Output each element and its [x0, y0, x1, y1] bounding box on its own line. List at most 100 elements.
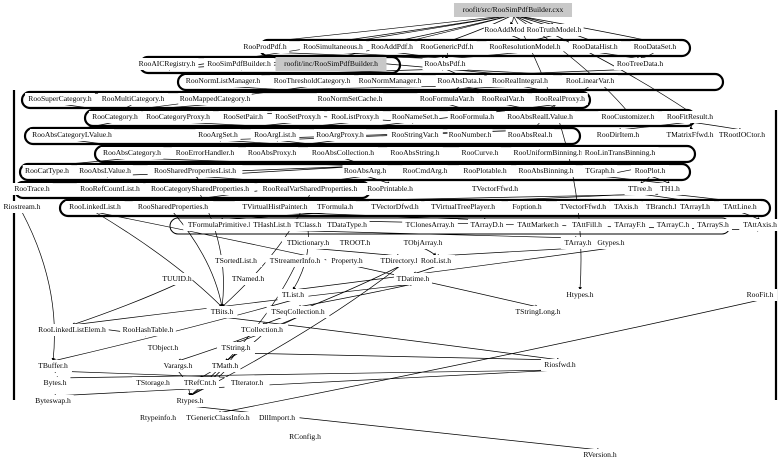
- node-rooargproxy-h[interactable]: RooArgProxy.h: [313, 129, 367, 141]
- node-rooresolutionmodel-h[interactable]: RooResolutionModel.h: [486, 41, 564, 53]
- node-bytes-h[interactable]: Bytes.h: [39, 377, 71, 389]
- node-roolistproxy-h[interactable]: RooListProxy.h: [327, 111, 383, 123]
- node-rtypeinfo-h[interactable]: Rtypeinfo.h: [135, 412, 181, 424]
- node-tdictionary-h[interactable]: TDictionary.h: [281, 237, 335, 249]
- node-rooargset-h[interactable]: RooArgSet.h: [195, 129, 241, 141]
- node-tstorage-h[interactable]: TStorage.h: [132, 377, 174, 389]
- node-tmatrixffwd-h[interactable]: TMatrixFfwd.h: [663, 129, 717, 141]
- node-roofit-src-roosimpdfbuilder-cxx[interactable]: roofit/src/RooSimPdfBuilder.cxx: [453, 3, 573, 17]
- node-property-h[interactable]: Property.h: [326, 255, 368, 267]
- node-roohashtable-h[interactable]: RooHashTable.h: [120, 324, 176, 336]
- node-tgraph-h[interactable]: TGraph.h: [582, 165, 618, 177]
- node-tarrayi-h[interactable]: TArrayI.h: [676, 201, 714, 213]
- node-tdatatype-h[interactable]: TDataType.h: [324, 219, 370, 231]
- node-roolinkedlistelem-h[interactable]: RooLinkedListElem.h: [35, 324, 109, 336]
- node-troot-h[interactable]: TROOT.h: [339, 237, 371, 249]
- node-tmath-h[interactable]: TMath.h: [209, 360, 241, 372]
- node-rootruthmodel-h[interactable]: RooTruthModel.h: [524, 24, 584, 36]
- node-roouniformbinning-h[interactable]: RooUniformBinning.h: [511, 147, 585, 159]
- node-rooabscollection-h[interactable]: RooAbsCollection.h: [308, 147, 378, 159]
- node-roocurve-h[interactable]: RooCurve.h: [459, 147, 501, 159]
- node-rooabslvalue-h[interactable]: RooAbsLValue.h: [77, 165, 133, 177]
- node-tobject-h[interactable]: TObject.h: [144, 342, 182, 354]
- node-roorealintegral-h[interactable]: RooRealIntegral.h: [486, 75, 554, 87]
- node-roonormsetcache-h[interactable]: RooNormSetCache.h: [316, 93, 384, 105]
- node-tnamed-h[interactable]: TNamed.h: [230, 273, 266, 285]
- node-tdirectory-h[interactable]: TDirectory.h: [375, 255, 425, 267]
- node-roocustomizer-h[interactable]: RooCustomizer.h: [598, 111, 658, 123]
- node-roothresholdcategory-h[interactable]: RooThresholdCategory.h: [269, 75, 355, 87]
- node-roocategorysharedproperties-h[interactable]: RooCategorySharedProperties.h: [145, 183, 255, 195]
- node-rooabsstring-h[interactable]: RooAbsString.h: [387, 147, 443, 159]
- node-roogenericpdf-h[interactable]: RooGenericPdf.h: [417, 41, 477, 53]
- node-tformula-h[interactable]: TFormula.h: [314, 201, 356, 213]
- node-rooerrorhandler-h[interactable]: RooErrorHandler.h: [171, 147, 239, 159]
- node-roodatahist-h[interactable]: RooDataHist.h: [568, 41, 622, 53]
- node-varargs-h[interactable]: Varargs.h: [159, 360, 197, 372]
- node-titerator-h[interactable]: TIterator.h: [224, 377, 270, 389]
- node-rooabsproxy-h[interactable]: RooAbsProxy.h: [245, 147, 299, 159]
- node-tclass-h[interactable]: TClass.h: [290, 219, 326, 231]
- node-tarrayc-h[interactable]: TArrayC.h: [654, 219, 692, 231]
- node-rconfig-h[interactable]: RConfig.h: [286, 431, 324, 443]
- node-trefcnt-h[interactable]: TRefCnt.h: [181, 377, 219, 389]
- node-tuuid-h[interactable]: TUUID.h: [161, 273, 193, 285]
- node-trootioctor-h[interactable]: TRootIOCtor.h: [715, 129, 769, 141]
- node-tclonesarray-h[interactable]: TClonesArray.h: [402, 219, 458, 231]
- node-roolist-h[interactable]: RooList.h: [417, 255, 455, 267]
- node-riosfwd-h[interactable]: Riosfwd.h: [541, 359, 579, 371]
- node-roosimultaneous-h[interactable]: RooSimultaneous.h: [299, 41, 367, 53]
- node-roolinkedlist-h[interactable]: RooLinkedList.h: [65, 201, 125, 213]
- node-htypes-h[interactable]: Htypes.h: [562, 289, 598, 301]
- node-tattfill-h[interactable]: TAttFill.h: [566, 219, 608, 231]
- node-tattaxis-h[interactable]: TAttAxis.h: [739, 219, 779, 231]
- node-ttree-h[interactable]: TTree.h: [624, 183, 656, 195]
- node-tsortedlist-h[interactable]: TSortedList.h: [209, 255, 263, 267]
- node-roomulticategory-h[interactable]: RooMultiCategory.h: [98, 93, 168, 105]
- node-roonormlistmanager-h[interactable]: RooNormListManager.h: [184, 75, 262, 87]
- node-roodataset-h[interactable]: RooDataSet.h: [630, 41, 680, 53]
- node-riostream-h[interactable]: Riostream.h: [0, 201, 45, 213]
- node-rootreedata-h[interactable]: RooTreeData.h: [613, 58, 667, 70]
- node-roocmdarg-h[interactable]: RooCmdArg.h: [402, 165, 448, 177]
- node-tstreamerinfo-h[interactable]: TStreamerInfo.h: [265, 255, 325, 267]
- node-roolinearvar-h[interactable]: RooLinearVar.h: [562, 75, 618, 87]
- node-tobjarray-h[interactable]: TObjArray.h: [400, 237, 446, 249]
- node-dllimport-h[interactable]: DllImport.h: [254, 412, 300, 424]
- node-rooabsreal-h[interactable]: RooAbsReal.h: [505, 129, 555, 141]
- node-tcollection-h[interactable]: TCollection.h: [235, 324, 289, 336]
- node-roostringvar-h[interactable]: RooStringVar.h: [387, 129, 443, 141]
- node-tarray-h[interactable]: TArray.h: [560, 237, 596, 249]
- node-roosupercategory-h[interactable]: RooSuperCategory.h: [25, 93, 95, 105]
- node-tvectorffwd-h[interactable]: TVectorFfwd.h: [468, 183, 522, 195]
- node-rooabsdata-h[interactable]: RooAbsData.h: [435, 75, 485, 87]
- node-rooformula-h[interactable]: RooFormula.h: [447, 111, 497, 123]
- node-roorefcountlist-h[interactable]: RooRefCountList.h: [76, 183, 144, 195]
- node-rooaddmodel-h[interactable]: RooAddModel.h: [483, 24, 537, 36]
- node-thashlist-h[interactable]: THashList.h: [249, 219, 295, 231]
- node-roorealvarsharedproperties-h[interactable]: RooRealVarSharedProperties.h: [257, 183, 363, 195]
- node-rooarglist-h[interactable]: RooArgList.h: [250, 129, 300, 141]
- node-tformulaprimitive-h[interactable]: TFormulaPrimitive.h: [183, 219, 257, 231]
- node-roocategory-h[interactable]: RooCategory.h: [88, 111, 142, 123]
- node-roodiritem-h[interactable]: RooDirItem.h: [593, 129, 643, 141]
- node-roosimpdfbuilder-h[interactable]: RooSimPdfBuilder.h: [204, 58, 274, 70]
- node-tvirtualhistpainter-h[interactable]: TVirtualHistPainter.h: [234, 201, 316, 213]
- node-roorealproxy-h[interactable]: RooRealProxy.h: [532, 93, 588, 105]
- node-tbuffer-h[interactable]: TBuffer.h: [34, 360, 72, 372]
- node-roosetpair-h[interactable]: RooSetPair.h: [218, 111, 268, 123]
- node-tdatime-h[interactable]: TDatime.h: [394, 273, 432, 285]
- node-roomappedcategory-h[interactable]: RooMappedCategory.h: [178, 93, 252, 105]
- node-tattline-h[interactable]: TAttLine.h: [719, 201, 761, 213]
- node-rooabsbinning-h[interactable]: RooAbsBinning.h: [516, 165, 576, 177]
- node-tarrayd-h[interactable]: TArrayD.h: [468, 219, 506, 231]
- node-rooplot-h[interactable]: RooPlot.h: [631, 165, 669, 177]
- node-roofit-h[interactable]: RooFit.h: [742, 289, 778, 301]
- node-roosharedpropertieslist-h[interactable]: RooSharedPropertiesList.h: [147, 165, 243, 177]
- node-rooplotable-h[interactable]: RooPlotable.h: [458, 165, 512, 177]
- node-gtypes-h[interactable]: Gtypes.h: [593, 237, 629, 249]
- node-tarrayf-h[interactable]: TArrayF.h: [611, 219, 649, 231]
- node-rooabsarg-h[interactable]: RooAbsArg.h: [342, 165, 388, 177]
- node-roosharedproperties-h[interactable]: RooSharedProperties.h: [132, 201, 214, 213]
- node-rtypes-h[interactable]: Rtypes.h: [172, 395, 208, 407]
